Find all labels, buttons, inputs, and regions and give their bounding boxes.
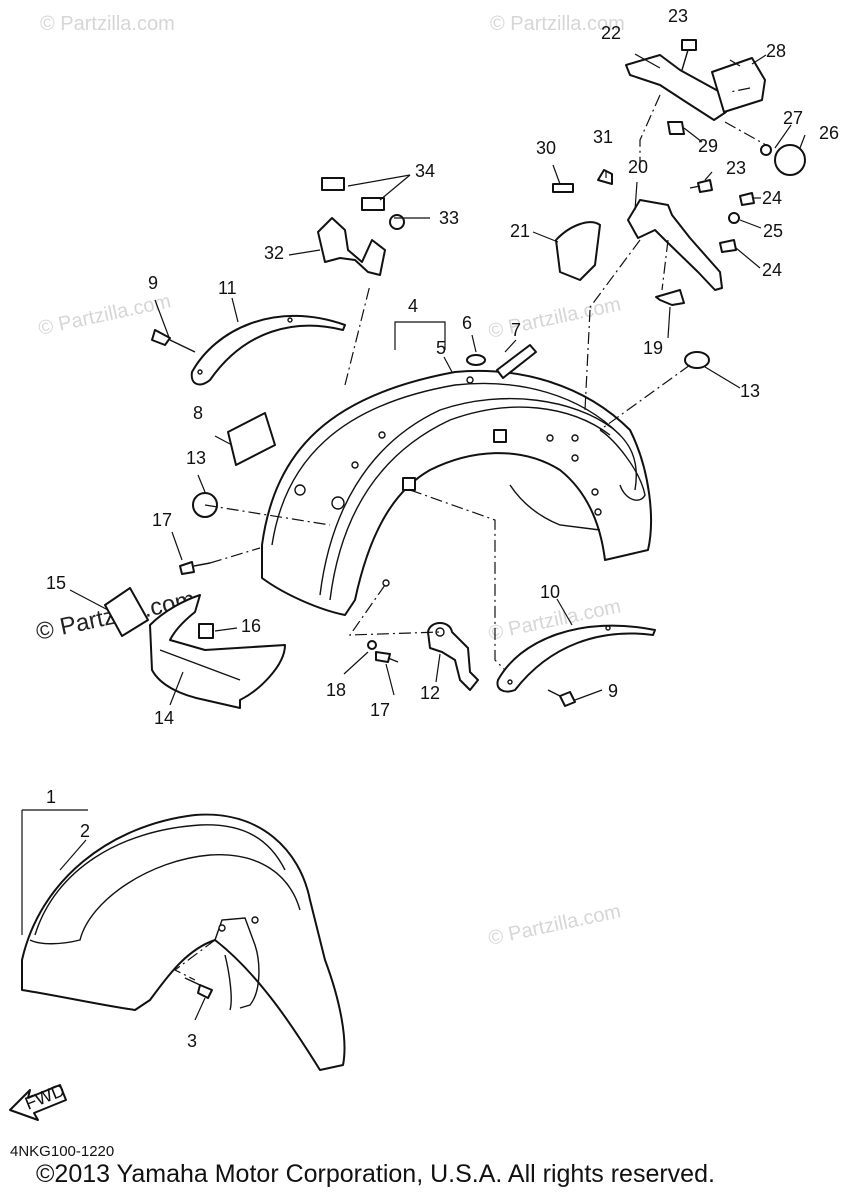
stay-22	[625, 54, 727, 121]
fender-stay-left	[190, 315, 346, 386]
pad-34b	[361, 197, 385, 211]
diagram-code: 4NKG100-1220	[10, 1143, 115, 1160]
front-fender	[21, 813, 346, 1071]
callout-30[interactable]: 30	[536, 138, 556, 158]
washer-27	[760, 144, 772, 156]
fwd-arrow: FWD	[9, 1080, 67, 1121]
callout-28[interactable]: 28	[766, 41, 786, 61]
callout-3[interactable]: 3	[187, 1031, 197, 1051]
callout-13a[interactable]: 13	[186, 448, 206, 468]
watermark: © Partzilla.com	[486, 293, 622, 343]
reflector-tag	[104, 587, 149, 637]
pin-30	[552, 183, 574, 193]
callout-31[interactable]: 31	[593, 127, 613, 147]
reflector-28	[711, 57, 766, 113]
fender-stay-right	[496, 624, 656, 693]
bracket-12	[427, 622, 479, 691]
callout-23b[interactable]: 23	[726, 158, 746, 178]
callout-33[interactable]: 33	[439, 208, 459, 228]
watermark: © Partzilla.com	[40, 13, 175, 35]
rear-flap	[149, 594, 286, 709]
callout-34[interactable]: 34	[415, 161, 435, 181]
callout-13b[interactable]: 13	[740, 381, 760, 401]
callout-18[interactable]: 18	[326, 680, 346, 700]
callout-27[interactable]: 27	[783, 108, 803, 128]
callout-5[interactable]: 5	[436, 338, 446, 358]
callout-9b[interactable]: 9	[608, 681, 618, 701]
callout-17a[interactable]: 17	[152, 510, 172, 530]
callout-26[interactable]: 26	[819, 123, 839, 143]
callout-1[interactable]: 1	[46, 787, 56, 807]
copyright-notice: ©2013 Yamaha Motor Corporation, U.S.A. A…	[36, 1160, 715, 1188]
cap-31	[597, 169, 613, 185]
callout-24b[interactable]: 24	[762, 260, 782, 280]
bolts	[151, 39, 755, 999]
callout-8[interactable]: 8	[193, 403, 203, 423]
callout-16[interactable]: 16	[241, 616, 261, 636]
callout-29[interactable]: 29	[698, 136, 718, 156]
watermark: © Partzilla.com	[486, 900, 622, 950]
callout-11[interactable]: 11	[218, 278, 237, 298]
callout-20[interactable]: 20	[628, 157, 648, 177]
callout-23a[interactable]: 23	[668, 6, 688, 26]
bracket-32	[317, 217, 386, 276]
callout-4[interactable]: 4	[408, 296, 418, 316]
clamp-19	[655, 289, 685, 306]
washer-6	[466, 354, 486, 366]
reflector-26	[774, 144, 806, 176]
tail-light-bracket	[627, 199, 723, 291]
watermark: © Partzilla.com	[490, 13, 625, 35]
protector-plate	[227, 412, 276, 466]
rear-fender	[261, 369, 652, 616]
pad-34a	[321, 177, 345, 191]
callout-22[interactable]: 22	[601, 23, 621, 43]
callout-24a[interactable]: 24	[762, 188, 782, 208]
nut-16	[198, 623, 214, 639]
label-plate	[496, 344, 537, 379]
callout-15[interactable]: 15	[46, 573, 66, 593]
callout-9a[interactable]: 9	[148, 273, 158, 293]
callout-25[interactable]: 25	[763, 221, 783, 241]
callout-6[interactable]: 6	[462, 313, 472, 333]
license-plate-bracket	[555, 221, 601, 281]
grommet-13b	[684, 351, 710, 369]
callout-17b[interactable]: 17	[370, 700, 390, 720]
callout-10[interactable]: 10	[540, 582, 560, 602]
callout-21[interactable]: 21	[510, 221, 530, 241]
callouts: 1 2 3 4 5 6 7 8 9 9 10 11 12 13 13 14 15…	[46, 6, 839, 1051]
callout-32[interactable]: 32	[264, 243, 284, 263]
watermark: © Partzilla.com	[36, 290, 172, 340]
callout-2[interactable]: 2	[80, 821, 90, 841]
screw-33	[389, 214, 405, 230]
callout-14[interactable]: 14	[154, 708, 174, 728]
callout-19[interactable]: 19	[643, 338, 663, 358]
callout-7[interactable]: 7	[511, 320, 521, 340]
leader-lines	[21, 53, 806, 1021]
callout-12[interactable]: 12	[420, 683, 440, 703]
